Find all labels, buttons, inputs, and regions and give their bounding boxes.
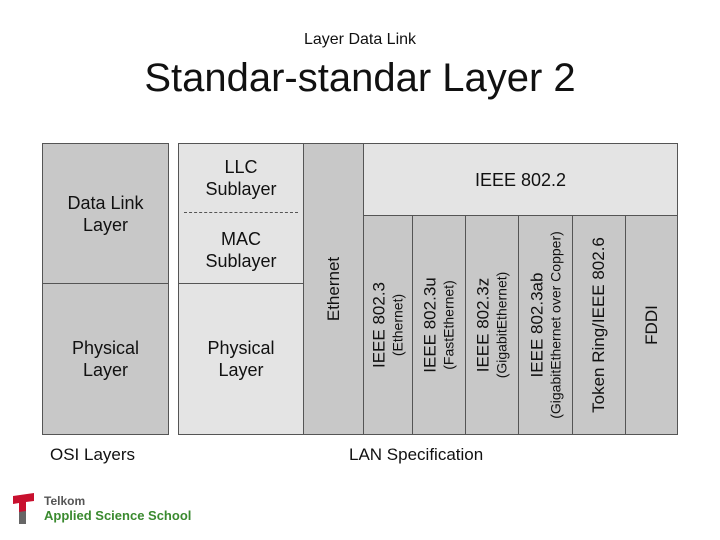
sublayer-divider [184, 212, 298, 213]
slide-subtitle: Layer Data Link [303, 31, 417, 48]
ieee-802-3ab-sublabel: (GigabitEthernet over Copper) [547, 231, 563, 419]
ieee-802-3z-column: IEEE 802.3z (GigabitEthernet) [465, 215, 519, 435]
logo-school-name: Applied Science School [44, 508, 192, 523]
ieee-802-3u-label: IEEE 802.3u [420, 277, 440, 373]
osi-data-link-box [42, 143, 169, 284]
mac-sublayer-label: MAC Sublayer [205, 229, 277, 271]
ieee-802-3u-sublabel: (FastEthernet) [440, 280, 457, 370]
token-ring-column: Token Ring/IEEE 802.6 [572, 215, 626, 435]
ethernet-label: Ethernet [323, 256, 343, 322]
lan-physical-label: Physical Layer [207, 338, 275, 380]
ieee-802-3-box [363, 215, 413, 435]
fddi-column: FDDI [625, 215, 678, 435]
lan-sublayer-box [178, 143, 304, 284]
osi-data-link-label: Data Link Layer [67, 192, 144, 235]
telkom-logo-icon [13, 493, 34, 524]
logo-company-name: Telkom [44, 494, 86, 508]
llc-sublayer-label: LLC Sublayer [205, 157, 277, 199]
ieee-802-3-column: IEEE 802.3 (Ethernet) [363, 215, 413, 435]
ieee-802-3-label: IEEE 802.3 [369, 281, 389, 369]
ieee-802-2-label: IEEE 802.2 [474, 169, 567, 190]
osi-physical-label: Physical Layer [71, 338, 140, 380]
ethernet-column: Ethernet [303, 143, 364, 435]
ieee-802-3ab-column: IEEE 802.3ab (GigabitEthernet over Coppe… [518, 215, 573, 435]
ieee-802-3z-sublabel: (GigabitEthernet) [493, 271, 510, 379]
lan-specification-caption: LAN Specification [349, 445, 484, 464]
slide-title: Standar-standar Layer 2 [144, 56, 576, 100]
fddi-box [625, 215, 678, 435]
osi-physical-box [42, 283, 169, 435]
osi-layers-caption: OSI Layers [50, 445, 136, 464]
ieee-802-3ab-label: IEEE 802.3ab [527, 272, 546, 378]
ieee-802-2-box [363, 143, 678, 216]
ieee-802-3z-label: IEEE 802.3z [473, 277, 493, 373]
ethernet-box [303, 143, 364, 435]
ieee-802-3ab-box [518, 215, 573, 435]
ieee-802-3-sublabel: (Ethernet) [389, 293, 406, 357]
lan-physical-box [178, 283, 304, 435]
ieee-802-3z-box [465, 215, 519, 435]
token-ring-box [572, 215, 626, 435]
fddi-label: FDDI [641, 305, 661, 345]
ieee-802-3u-box [412, 215, 466, 435]
ieee-802-3u-column: IEEE 802.3u (FastEthernet) [412, 215, 466, 435]
token-ring-label: Token Ring/IEEE 802.6 [589, 237, 608, 413]
